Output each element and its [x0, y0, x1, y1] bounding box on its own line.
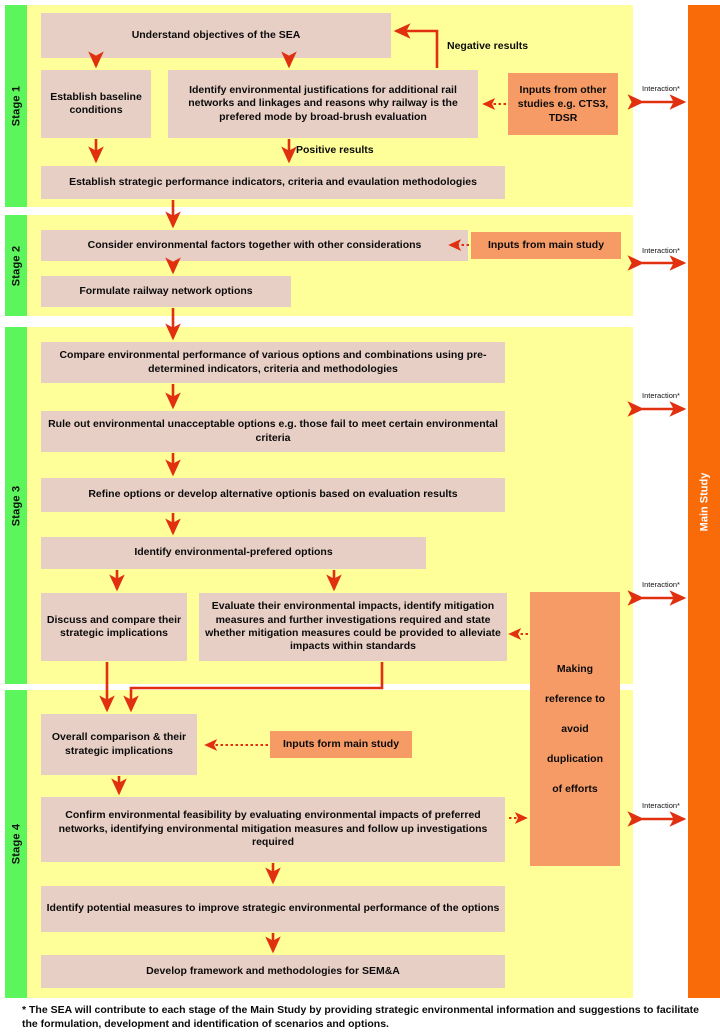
stage-2-tab: Stage 2: [5, 215, 27, 316]
box-refine-options[interactable]: Refine options or develop alternative op…: [41, 478, 505, 512]
box-discuss-compare-text: Discuss and compare their strategic impl…: [46, 613, 182, 639]
box-develop-framework-text: Develop framework and methodologies for …: [146, 964, 400, 977]
box-identify-measures-text: Identify potential measures to improve s…: [46, 902, 500, 915]
box-identify-justifications-text: Identify environmental justifications fo…: [188, 83, 458, 123]
side-note-overlay-line-2: reference to: [544, 693, 606, 705]
box-rule-out-text: Rule out environmental unacceptable opti…: [48, 418, 498, 444]
side-note-making-reference-overlay: Making reference to avoid duplication of…: [530, 592, 620, 866]
box-identify-preferred-text: Identify environmental-prefered options: [134, 546, 333, 559]
main-study-label: Main Study: [698, 472, 711, 531]
input-main-study-stage4-text: Inputs form main study: [282, 738, 400, 751]
input-main-study-stage2-text: Inputs from main study: [487, 239, 605, 252]
interaction-label-stage-3: Interaction*: [642, 391, 680, 400]
box-develop-framework[interactable]: Develop framework and methodologies for …: [41, 955, 505, 988]
box-identify-justifications[interactable]: Identify environmental justifications fo…: [168, 70, 478, 138]
box-identify-preferred[interactable]: Identify environmental-prefered options: [41, 537, 426, 569]
input-main-study-stage4[interactable]: Inputs form main study: [270, 731, 412, 758]
interaction-label-stage-1: Interaction*: [642, 84, 680, 93]
stage-1-tab: Stage 1: [5, 5, 27, 207]
box-overall-comparison[interactable]: Overall comparison & their strategic imp…: [41, 714, 197, 775]
interaction-label-stage-4b: Interaction*: [642, 801, 680, 810]
stage-1-label: Stage 1: [10, 85, 22, 127]
box-rule-out[interactable]: Rule out environmental unacceptable opti…: [41, 411, 505, 452]
interaction-label-stage-2: Interaction*: [642, 246, 680, 255]
footnote: * The SEA will contribute to each stage …: [22, 1003, 712, 1031]
box-understand-objectives[interactable]: Understand objectives of the SEA: [41, 13, 391, 58]
input-other-studies-text: Inputs from other studies e.g. CTS3, TDS…: [517, 83, 609, 125]
interaction-label-stage-4: Interaction*: [642, 580, 680, 589]
box-confirm-feasibility[interactable]: Confirm environmental feasibility by eva…: [41, 797, 505, 862]
input-main-study-stage2[interactable]: Inputs from main study: [471, 232, 621, 259]
box-overall-comparison-text: Overall comparison & their strategic imp…: [51, 731, 187, 757]
box-evaluate-impacts[interactable]: Evaluate their environmental impacts, id…: [199, 593, 507, 661]
box-evaluate-impacts-text: Evaluate their environmental impacts, id…: [205, 600, 501, 653]
box-identify-measures[interactable]: Identify potential measures to improve s…: [41, 886, 505, 932]
footnote-line-1: * The SEA will contribute to each stage …: [22, 1004, 699, 1016]
stage-4-label: Stage 4: [10, 823, 22, 865]
stage-2-label: Stage 2: [10, 245, 22, 286]
stage-4-tab: Stage 4: [5, 690, 27, 998]
stage-3-tab: Stage 3: [5, 327, 27, 684]
label-negative-results: Negative results: [447, 40, 529, 52]
input-other-studies[interactable]: Inputs from other studies e.g. CTS3, TDS…: [508, 73, 618, 135]
main-study-bar[interactable]: Main Study: [688, 5, 720, 998]
box-formulate-options-text: Formulate railway network options: [79, 284, 253, 297]
box-establish-indicators[interactable]: Establish strategic performance indicato…: [41, 166, 505, 199]
side-note-overlay-line-4: duplication: [547, 753, 603, 765]
box-consider-factors-text: Consider environmental factors together …: [87, 238, 422, 251]
side-note-overlay-line-3: avoid: [561, 723, 589, 735]
box-discuss-compare[interactable]: Discuss and compare their strategic impl…: [41, 593, 187, 661]
box-compare-performance[interactable]: Compare environmental performance of var…: [41, 342, 505, 383]
box-formulate-options[interactable]: Formulate railway network options: [41, 276, 291, 307]
box-consider-factors[interactable]: Consider environmental factors together …: [41, 230, 468, 261]
box-confirm-feasibility-text: Confirm environmental feasibility by eva…: [58, 809, 488, 849]
box-understand-objectives-text: Understand objectives of the SEA: [131, 28, 301, 41]
box-establish-baseline-text: Establish baseline conditions: [50, 90, 142, 116]
box-compare-performance-text: Compare environmental performance of var…: [59, 349, 487, 375]
box-refine-options-text: Refine options or develop alternative op…: [88, 488, 458, 501]
box-establish-baseline[interactable]: Establish baseline conditions: [41, 70, 151, 138]
label-positive-results: Positive results: [296, 144, 374, 156]
stage-3-label: Stage 3: [10, 485, 22, 526]
side-note-overlay-line-1: Making: [556, 663, 594, 675]
box-establish-indicators-text: Establish strategic performance indicato…: [69, 175, 477, 188]
footnote-line-2: the formulation, development and identif…: [22, 1018, 389, 1031]
side-note-overlay-line-5: of efforts: [552, 783, 598, 795]
